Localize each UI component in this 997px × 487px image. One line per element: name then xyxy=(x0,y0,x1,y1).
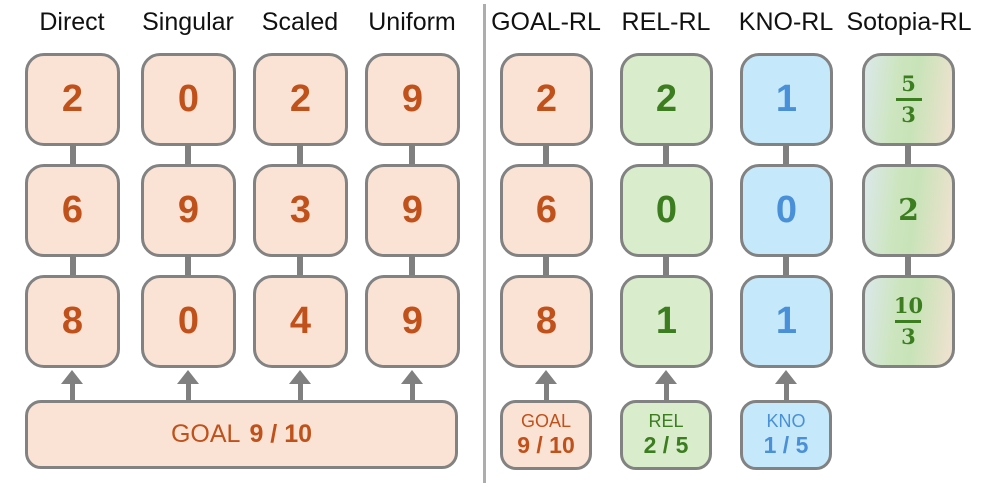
kno-score-label: KNO xyxy=(766,411,806,432)
connector-line xyxy=(297,144,303,166)
column-header-sotopia-rl: Sotopia-RL xyxy=(846,8,972,36)
connector-line xyxy=(543,255,549,277)
column-header-singular: Singular xyxy=(142,8,234,36)
fraction-numerator: 5 xyxy=(901,70,916,96)
up-arrow-icon xyxy=(775,370,797,400)
reward-box: 5 3 xyxy=(862,53,955,146)
fraction-bar xyxy=(895,320,922,323)
column-header-kno-rl: KNO-RL xyxy=(738,8,834,36)
kno-score-value: 1 / 5 xyxy=(763,432,809,459)
connector-line xyxy=(70,255,76,277)
column-header-rel-rl: REL-RL xyxy=(621,8,711,36)
goal-bar-value: 9 / 10 xyxy=(249,420,313,448)
kno-score-box: KNO 1 / 5 xyxy=(740,400,832,470)
fraction-denominator: 3 xyxy=(901,102,916,127)
connector-line xyxy=(905,255,911,277)
rel-score-value: 2 / 5 xyxy=(643,432,689,459)
reward-box: 10 3 xyxy=(862,275,955,368)
rel-score-label: REL xyxy=(648,411,684,432)
goal-bar-label: GOAL xyxy=(170,420,241,448)
connector-line xyxy=(663,144,669,166)
reward-box: 8 xyxy=(500,275,593,368)
reward-box: 2 xyxy=(862,164,955,257)
connector-line xyxy=(783,144,789,166)
reward-box: 6 xyxy=(25,164,120,257)
goal-score-value: 9 / 10 xyxy=(517,432,575,459)
reward-box: 8 xyxy=(25,275,120,368)
reward-box: 2 xyxy=(25,53,120,146)
up-arrow-icon xyxy=(289,370,311,400)
connector-line xyxy=(905,144,911,166)
reward-box: 1 xyxy=(740,53,833,146)
column-header-direct: Direct xyxy=(39,8,105,36)
connector-line xyxy=(297,255,303,277)
up-arrow-icon xyxy=(655,370,677,400)
goal-summary-bar: GOAL 9 / 10 xyxy=(25,400,458,469)
reward-box: 4 xyxy=(253,275,348,368)
column-header-scaled: Scaled xyxy=(261,8,339,36)
reward-box: 1 xyxy=(740,275,833,368)
reward-box: 9 xyxy=(365,275,460,368)
reward-box: 2 xyxy=(253,53,348,146)
fraction-value: 10 3 xyxy=(893,292,924,349)
up-arrow-icon xyxy=(177,370,199,400)
reward-box: 2 xyxy=(500,53,593,146)
reward-box: 9 xyxy=(365,53,460,146)
connector-line xyxy=(185,255,191,277)
fraction-denominator: 3 xyxy=(901,324,916,349)
reward-box: 1 xyxy=(620,275,713,368)
column-header-goal-rl: GOAL-RL xyxy=(491,8,601,36)
reward-box: 0 xyxy=(141,53,236,146)
reward-box: 0 xyxy=(620,164,713,257)
column-header-uniform: Uniform xyxy=(368,8,456,36)
reward-box: 0 xyxy=(141,275,236,368)
connector-line xyxy=(543,144,549,166)
up-arrow-icon xyxy=(401,370,423,400)
up-arrow-icon xyxy=(61,370,83,400)
connector-line xyxy=(783,255,789,277)
section-divider xyxy=(483,4,486,483)
reward-box: 6 xyxy=(500,164,593,257)
connector-line xyxy=(663,255,669,277)
reward-box: 9 xyxy=(365,164,460,257)
goal-score-box: GOAL 9 / 10 xyxy=(500,400,592,470)
reward-box: 9 xyxy=(141,164,236,257)
fraction-bar xyxy=(895,98,922,101)
reward-box: 3 xyxy=(253,164,348,257)
reward-box: 0 xyxy=(740,164,833,257)
connector-line xyxy=(409,144,415,166)
reward-box: 2 xyxy=(620,53,713,146)
connector-line xyxy=(409,255,415,277)
fraction-value: 5 3 xyxy=(895,70,922,127)
connector-line xyxy=(70,144,76,166)
goal-score-label: GOAL xyxy=(520,411,572,432)
up-arrow-icon xyxy=(535,370,557,400)
connector-line xyxy=(185,144,191,166)
rel-score-box: REL 2 / 5 xyxy=(620,400,712,470)
fraction-numerator: 10 xyxy=(893,292,924,318)
